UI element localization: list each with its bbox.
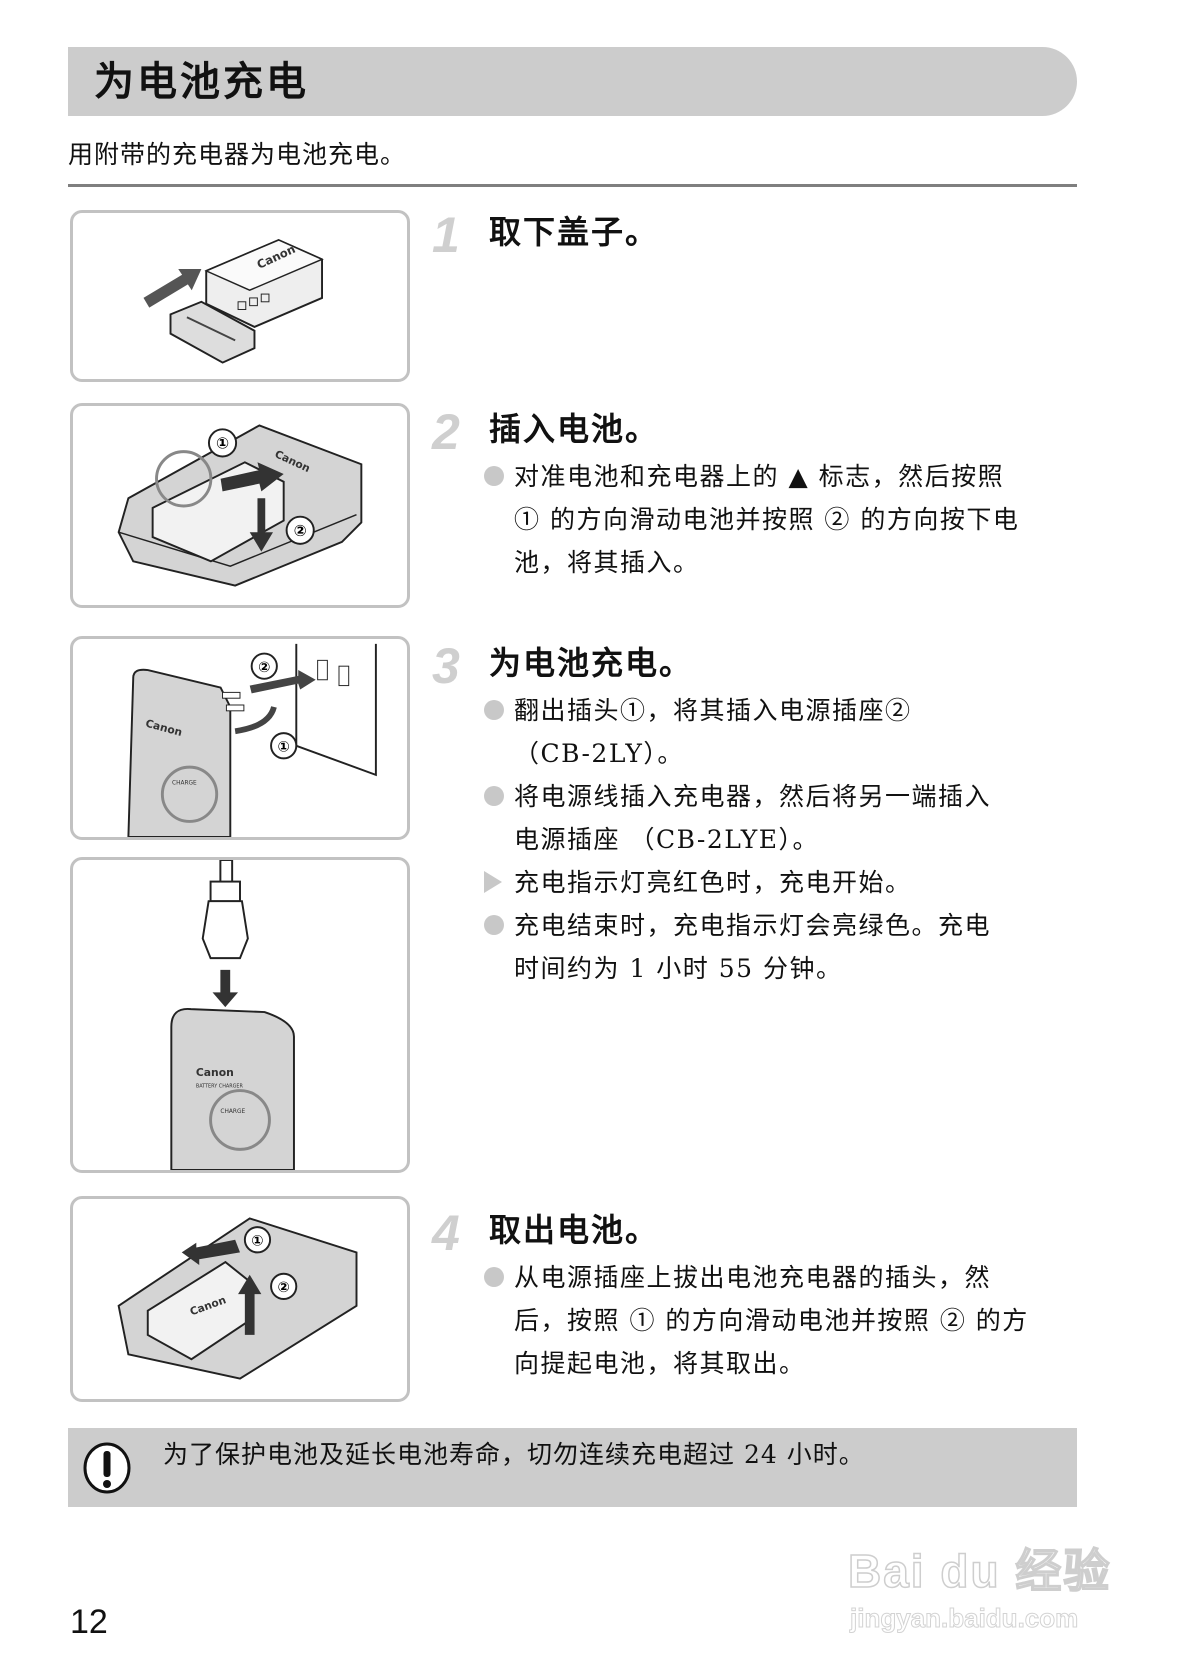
callout-1: ① xyxy=(251,1233,263,1250)
item-line: （CB-2LY）。 xyxy=(514,739,684,768)
step-number: 1 xyxy=(432,207,460,263)
item-line: 翻出插头①，将其插入电源插座② xyxy=(514,696,912,725)
instruction-item: 翻出插头①，将其插入电源插座② （CB-2LY）。 xyxy=(484,689,1084,775)
page-title: 为电池充电 xyxy=(94,59,309,105)
step-heading: 插入电池。 xyxy=(489,410,660,448)
bullet-dot-icon xyxy=(484,915,504,935)
baidu-watermark: Bai du 经验 jingyan.baidu.com xyxy=(847,1505,1118,1635)
caution-exclamation-icon xyxy=(83,1442,131,1494)
bullet-dot-icon xyxy=(484,466,504,486)
step-body: 对准电池和充电器上的 ▲ 标志，然后按照 ① 的方向滑动电池并按照 ② 的方向按… xyxy=(484,455,1084,584)
step-body: 从电源插座上拔出电池充电器的插头，然 后，按照 ① 的方向滑动电池并按照 ② 的… xyxy=(484,1256,1084,1385)
charger-remove-illustration: Canon ① ② xyxy=(117,1217,358,1380)
bullet-dot-icon xyxy=(484,1267,504,1287)
figure-plug-into-outlet: Canon CHARGE ② ① xyxy=(70,636,410,840)
item-line: 从电源插座上拔出电池充电器的插头，然 xyxy=(514,1263,992,1292)
sublabel: BATTERY CHARGER xyxy=(196,1084,244,1090)
brand-label: Canon xyxy=(196,1066,234,1079)
led-label: CHARGE xyxy=(172,781,197,787)
step-body: 翻出插头①，将其插入电源插座② （CB-2LY）。 将电源线插入充电器，然后将另… xyxy=(484,689,1084,990)
result-triangle-icon xyxy=(484,871,502,893)
caution-text: 为了保护电池及延长电池寿命，切勿连续充电超过 24 小时。 xyxy=(163,1440,865,1469)
item-line: 向提起电池，将其取出。 xyxy=(514,1349,806,1378)
callout-1: ① xyxy=(216,435,229,453)
callout-1: ① xyxy=(278,739,290,756)
item-line: ① 的方向滑动电池并按照 ② 的方向按下电 xyxy=(514,505,1020,534)
callout-2: ② xyxy=(258,659,270,676)
item-line: 将电源线插入充电器，然后将另一端插入 xyxy=(514,782,992,811)
step-number: 2 xyxy=(432,404,460,460)
step-heading: 取下盖子。 xyxy=(489,213,660,251)
section-divider xyxy=(68,184,1077,187)
watermark-logo: Bai du 经验 xyxy=(847,1544,1112,1598)
figure-power-cord: Canon BATTERY CHARGER CHARGE xyxy=(70,857,410,1173)
result-item: 充电指示灯亮红色时，充电开始。 xyxy=(484,861,1084,904)
item-line: 时间约为 1 小时 55 分钟。 xyxy=(514,954,843,983)
battery-cover-illustration: Canon xyxy=(143,238,324,364)
charger-cord-illustration: Canon BATTERY CHARGER CHARGE xyxy=(170,860,295,1170)
step-heading: 为电池充电。 xyxy=(489,644,694,682)
page-number: 12 xyxy=(70,1603,108,1641)
callout-2: ② xyxy=(278,1279,290,1296)
item-line: 池，将其插入。 xyxy=(514,548,700,577)
callout-2: ② xyxy=(294,522,307,540)
item-line: 后，按照 ① 的方向滑动电池并按照 ② 的方 xyxy=(514,1306,1029,1335)
step-number: 4 xyxy=(432,1205,460,1261)
figure-remove-cover: Canon xyxy=(70,210,410,382)
item-line: 充电结束时，充电指示灯会亮绿色。充电 xyxy=(514,911,992,940)
page-title-bar: 为电池充电 xyxy=(68,47,1077,116)
charger-outlet-illustration: Canon CHARGE ② ① xyxy=(127,643,377,837)
bullet-dot-icon xyxy=(484,700,504,720)
intro-text: 用附带的充电器为电池充电。 xyxy=(68,140,407,169)
instruction-item: 对准电池和充电器上的 ▲ 标志，然后按照 ① 的方向滑动电池并按照 ② 的方向按… xyxy=(484,455,1084,584)
instruction-item: 将电源线插入充电器，然后将另一端插入 电源插座 （CB-2LYE）。 xyxy=(484,775,1084,861)
item-line: 电源插座 （CB-2LYE）。 xyxy=(514,825,820,854)
caution-note: 为了保护电池及延长电池寿命，切勿连续充电超过 24 小时。 xyxy=(68,1428,1077,1507)
instruction-item: 从电源插座上拔出电池充电器的插头，然 后，按照 ① 的方向滑动电池并按照 ② 的… xyxy=(484,1256,1084,1385)
figure-insert-battery: Canon ① ② xyxy=(70,403,410,608)
figure-remove-battery: Canon ① ② xyxy=(70,1196,410,1402)
instruction-item: 充电结束时，充电指示灯会亮绿色。充电 时间约为 1 小时 55 分钟。 xyxy=(484,904,1084,990)
charger-insert-illustration: Canon ① ② xyxy=(117,424,363,587)
watermark-url: jingyan.baidu.com xyxy=(849,1603,1079,1634)
step-heading: 取出电池。 xyxy=(489,1211,660,1249)
item-line: 充电指示灯亮红色时，充电开始。 xyxy=(514,868,912,897)
bullet-dot-icon xyxy=(484,786,504,806)
step-number: 3 xyxy=(432,638,460,694)
item-line: 对准电池和充电器上的 ▲ 标志，然后按照 xyxy=(514,462,1005,491)
led-label: CHARGE xyxy=(220,1109,245,1115)
